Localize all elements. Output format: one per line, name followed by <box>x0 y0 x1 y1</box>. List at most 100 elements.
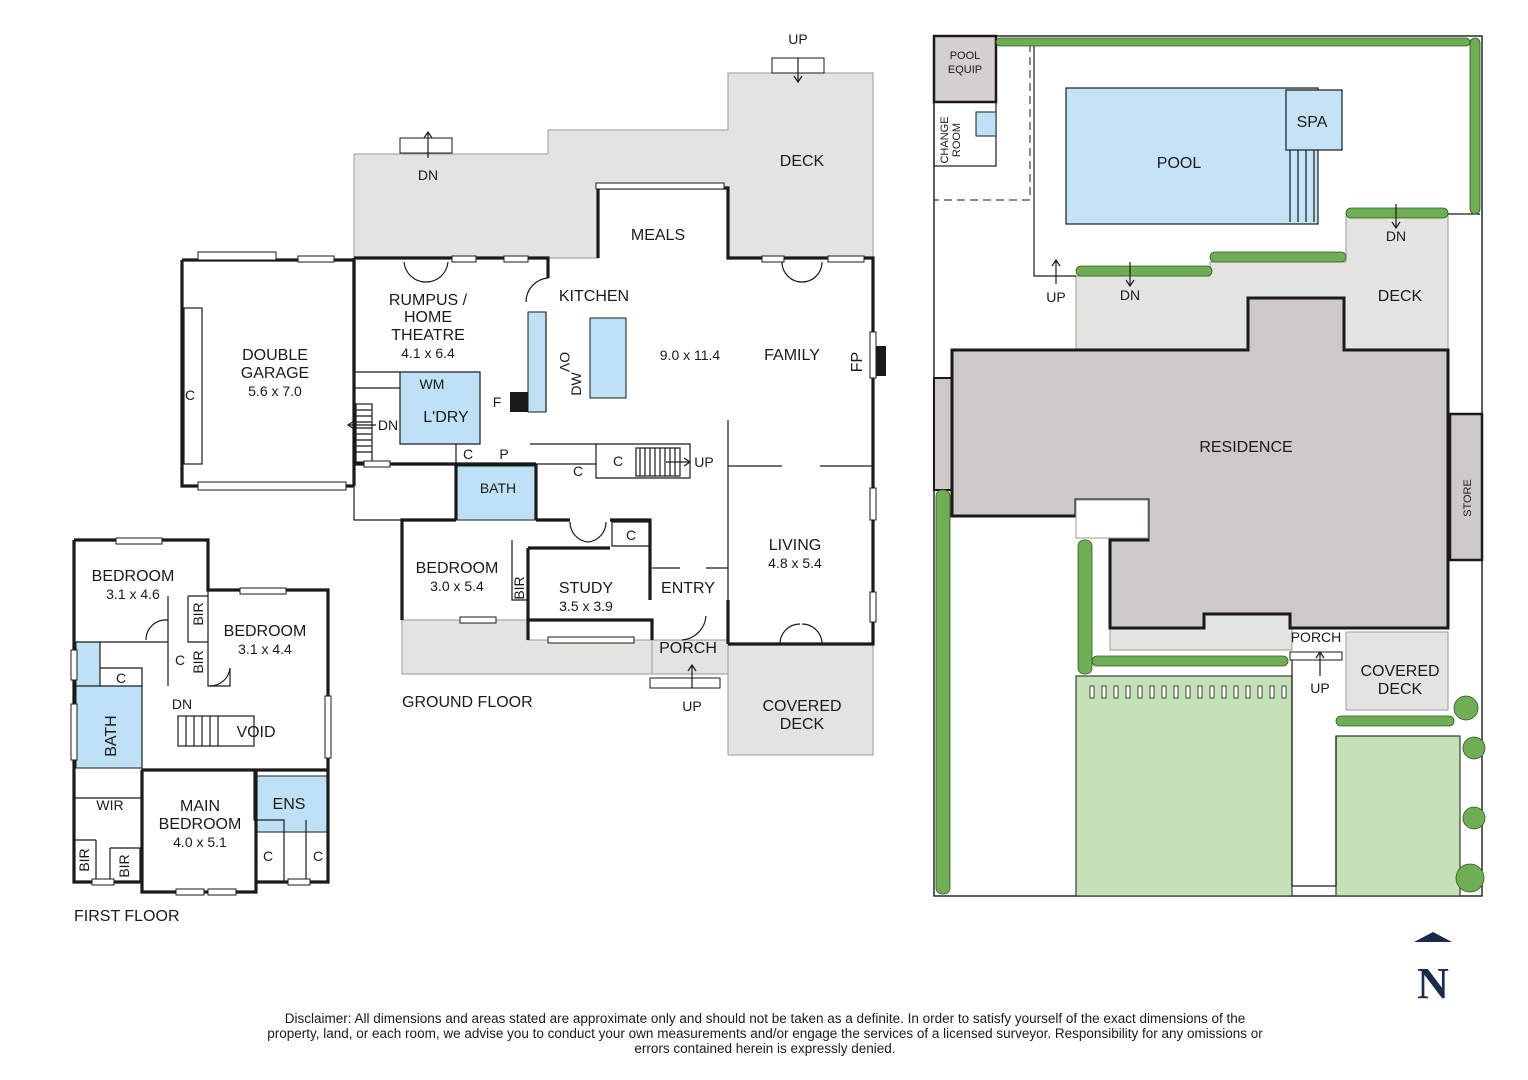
direction-arrows <box>346 58 803 688</box>
first-cupboard-label-4: C <box>313 848 323 864</box>
wir-label: WIR <box>96 797 123 813</box>
rumpus-size: 4.1 x 6.4 <box>401 345 455 361</box>
family-label: FAMILY <box>764 347 820 364</box>
ens-label: ENS <box>273 796 306 813</box>
deck-dn-label: DN <box>418 167 438 183</box>
rumpus-label: RUMPUS / <box>389 292 468 309</box>
site-porch-step <box>1289 651 1343 661</box>
washing-machine-label: WM <box>420 376 445 392</box>
ground-floor-plan: GROUND FLOOR DOUBLE GARAGE 5.6 x 7.0 C R… <box>115 31 886 756</box>
rumpus-label-3: THEATRE <box>391 327 464 344</box>
first-wc-area <box>75 641 101 687</box>
living-label: LIVING <box>769 537 821 554</box>
north-label: N <box>1417 959 1449 1008</box>
ens-area <box>255 775 329 833</box>
deck-label: DECK <box>780 153 825 170</box>
first-doors <box>145 619 231 687</box>
store-label: STORE <box>1462 479 1474 517</box>
first-bir-label-2: BIR <box>190 650 206 673</box>
bedroom-size: 3.0 x 5.4 <box>430 578 484 594</box>
porch-up-label: UP <box>682 698 701 714</box>
garage-size: 5.6 x 7.0 <box>248 383 302 399</box>
covered-deck-label: COVERED <box>762 698 841 715</box>
garage-label: DOUBLE <box>242 347 308 364</box>
first-cupboard-label-2: C <box>116 670 126 686</box>
dishwasher-label: DW <box>568 372 584 396</box>
laundry-label: L'DRY <box>423 409 469 426</box>
meals-label: MEALS <box>631 227 685 244</box>
deck-step-left <box>399 137 453 154</box>
garage-door-bottom <box>197 481 347 491</box>
hedges <box>935 37 1486 895</box>
change-wc <box>975 111 997 137</box>
deck-up-label: UP <box>788 31 807 47</box>
first-bath-area <box>75 685 143 769</box>
stairs-up-label: UP <box>694 454 713 470</box>
first-bedroom-a-size: 3.1 x 4.6 <box>106 586 160 602</box>
garage-cupboard-label: C <box>185 387 195 403</box>
first-interior-walls <box>74 590 307 882</box>
garage-label-2: GARAGE <box>241 365 309 382</box>
lawn-right <box>1335 735 1461 897</box>
disclaimer-text: Disclaimer: All dimensions and areas sta… <box>267 1011 1263 1056</box>
site-plan: POOL EQUIP CHANGE ROOM POOL SPA DECK RES… <box>932 34 1486 897</box>
pool-steps <box>1289 150 1315 222</box>
laundry-area <box>399 371 481 445</box>
garage-dn-label: DN <box>378 417 398 433</box>
first-stairs <box>177 715 255 747</box>
stairs-down-garage <box>355 403 373 463</box>
kitchen-bench <box>527 311 547 413</box>
bath-area <box>455 465 537 521</box>
fridge-label: F <box>493 394 502 410</box>
cupboard-label: C <box>463 446 473 462</box>
kitchen-island <box>589 317 627 399</box>
first-bir-label-3: BIR <box>76 848 92 871</box>
living-size: 4.8 x 5.4 <box>768 555 822 571</box>
site-dn-label-2: DN <box>1386 228 1406 244</box>
first-floor-title: FIRST FLOOR <box>74 908 180 925</box>
cupboard-label-2: C <box>573 463 583 479</box>
first-cupboard-label-3: C <box>263 848 273 864</box>
change-room-label: CHANGE <box>939 116 951 163</box>
change-room-label-2: ROOM <box>951 123 963 157</box>
pantry-label: P <box>499 446 508 462</box>
porch-label: PORCH <box>659 640 717 657</box>
main-bedroom-label: MAIN <box>180 798 220 815</box>
covered-deck-site <box>1345 631 1449 711</box>
pool-equip-label-2: EQUIP <box>948 64 982 76</box>
porch-step <box>649 677 721 689</box>
first-bedroom-b-size: 3.1 x 4.4 <box>238 641 292 657</box>
site-covered-deck-label-2: DECK <box>1378 681 1423 698</box>
covered-deck-label-2: DECK <box>780 716 825 733</box>
spa-label: SPA <box>1297 114 1328 131</box>
cupboard-label-4: C <box>626 527 636 543</box>
fireplace-label: FP <box>849 352 866 372</box>
first-bedroom-b-label: BEDROOM <box>224 623 307 640</box>
bath-label: BATH <box>480 480 516 496</box>
site-deck-label: DECK <box>1378 288 1423 305</box>
first-bir-label-1: BIR <box>190 602 206 625</box>
bir-label: BIR <box>511 576 527 599</box>
cupboard-label-3: C <box>613 453 623 469</box>
pool-equip-room <box>932 34 998 104</box>
driveway <box>1291 660 1337 887</box>
fridge-block <box>510 392 528 412</box>
study-label: STUDY <box>559 580 614 597</box>
interior-walls <box>353 312 873 644</box>
first-bedroom-a-label: BEDROOM <box>92 568 175 585</box>
oven-label: OV <box>557 352 573 373</box>
garage-door-top <box>197 251 277 261</box>
pool-equip-label: POOL <box>950 50 981 62</box>
first-windows <box>70 537 332 896</box>
void-label: VOID <box>236 724 275 741</box>
pool-fence <box>934 44 1031 201</box>
first-bath-label: BATH <box>103 715 120 756</box>
first-bir-label-4: BIR <box>116 854 132 877</box>
site-covered-deck-label: COVERED <box>1360 663 1439 680</box>
ground-doors <box>403 261 823 645</box>
entry-label: ENTRY <box>661 580 715 597</box>
site-porch-label: PORCH <box>1291 629 1342 645</box>
fence-posts <box>1089 685 1287 699</box>
residence-annex <box>933 377 953 491</box>
